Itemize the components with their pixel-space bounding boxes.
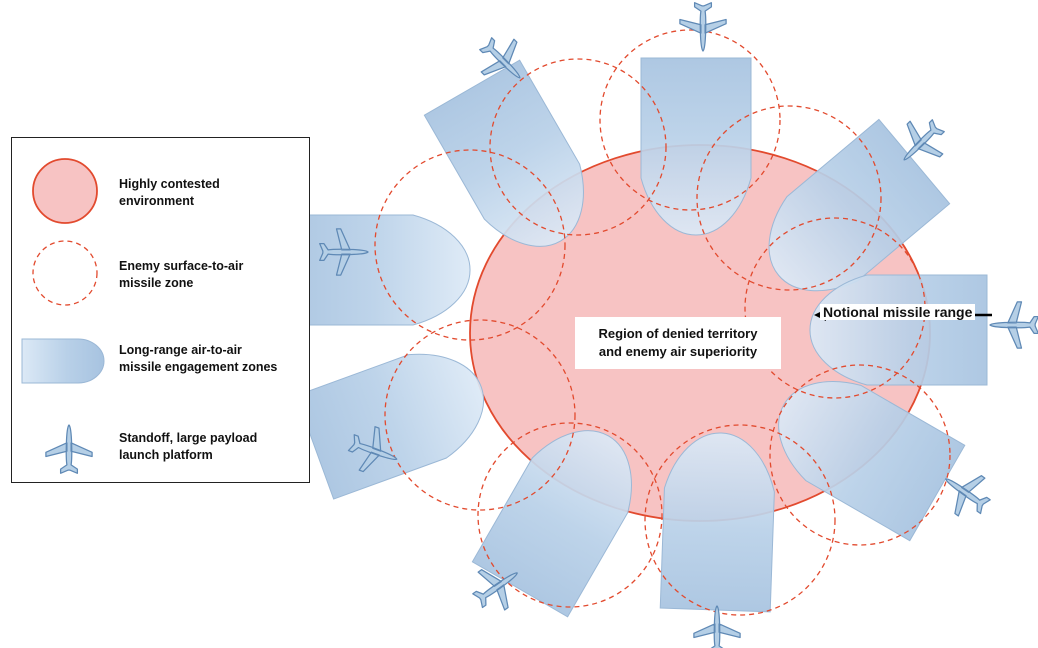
launch-platforms bbox=[319, 2, 1038, 648]
engagement-zone bbox=[809, 274, 988, 386]
sam-zone-circle bbox=[696, 105, 882, 291]
legend-item-aam: Long-range air-to-air missile engagement… bbox=[12, 328, 309, 388]
contested-swatch bbox=[32, 158, 98, 224]
sam-zone-circle bbox=[489, 58, 667, 236]
sam-zone-circle bbox=[374, 149, 566, 341]
airplane-icon bbox=[319, 228, 369, 276]
legend-item-contested: Highly contested environment bbox=[12, 158, 309, 224]
aam-swatch bbox=[21, 338, 105, 384]
engagement-zone bbox=[640, 57, 752, 236]
sam-zone-circle bbox=[769, 364, 951, 546]
legend: Highly contested environment Enemy surfa… bbox=[11, 137, 310, 483]
engagement-zone bbox=[423, 59, 584, 247]
sam-zone-circle bbox=[477, 422, 663, 608]
sam-zone-circle bbox=[384, 319, 576, 511]
airplane-icon bbox=[693, 605, 741, 648]
airplane-icon bbox=[479, 37, 521, 79]
engagement-zones bbox=[292, 57, 988, 618]
legend-label-contested: Highly contested environment bbox=[119, 177, 220, 208]
platform-swatch bbox=[45, 424, 93, 474]
engagement-zone bbox=[778, 381, 966, 542]
legend-item-platform: Standoff, large payload launch platform bbox=[12, 416, 309, 476]
engagement-zone bbox=[659, 432, 775, 613]
airplane-icon bbox=[472, 569, 518, 611]
airplane-icon bbox=[989, 301, 1038, 349]
engagement-zone bbox=[471, 430, 632, 618]
denied-territory-label: Region of denied territory and enemy air… bbox=[575, 317, 781, 369]
legend-label-sam: Enemy surface-to-air missile zone bbox=[119, 259, 244, 290]
airplane-icon bbox=[945, 475, 991, 517]
legend-item-sam: Enemy surface-to-air missile zone bbox=[12, 240, 309, 306]
airplane-icon bbox=[903, 119, 945, 161]
engagement-zone bbox=[295, 353, 484, 500]
sam-zones bbox=[374, 29, 951, 616]
airplane-icon bbox=[679, 2, 727, 52]
engagement-zone bbox=[292, 214, 471, 326]
airplane-icon bbox=[347, 426, 398, 473]
sam-swatch bbox=[32, 240, 98, 306]
legend-label-aam: Long-range air-to-air missile engagement… bbox=[119, 343, 278, 374]
legend-label-platform: Standoff, large payload launch platform bbox=[119, 431, 258, 462]
sam-zone-circle bbox=[599, 29, 781, 211]
sam-zone-circle bbox=[644, 424, 836, 616]
missile-range-label: Notional missile range bbox=[820, 304, 976, 320]
